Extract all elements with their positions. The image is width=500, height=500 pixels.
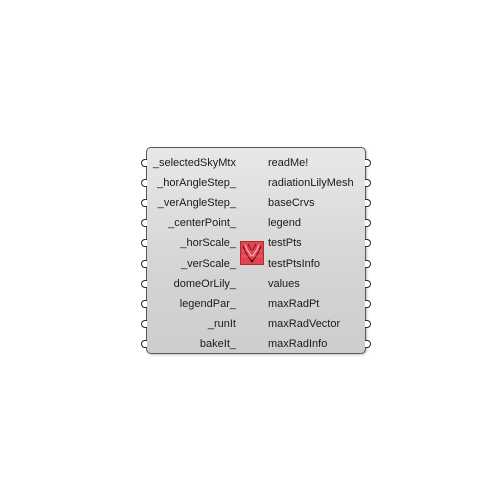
input-grip[interactable] xyxy=(141,159,147,167)
input-port-label[interactable]: _runIt xyxy=(207,317,236,330)
radiation-component[interactable]: _selectedSkyMtx _horAngleStep_ _verAngleSt… xyxy=(146,147,366,354)
output-port-label[interactable]: readMe! xyxy=(268,157,309,169)
input-grip[interactable] xyxy=(141,219,147,228)
input-port-label[interactable]: domeOrLily_ xyxy=(173,277,236,290)
output-grip[interactable] xyxy=(365,339,371,348)
output-port-label[interactable]: baseCrvs xyxy=(268,197,315,210)
output-grip[interactable] xyxy=(365,159,371,167)
input-port-label[interactable]: legendPar_ xyxy=(179,297,236,310)
output-port-label[interactable]: radiationLilyMesh xyxy=(268,177,354,190)
input-grip[interactable] xyxy=(141,299,147,308)
input-port-label[interactable]: _centerPoint_ xyxy=(168,217,236,230)
input-port-label[interactable]: _horAngleStep_ xyxy=(157,177,236,190)
input-grip[interactable] xyxy=(141,179,147,188)
input-port-label[interactable]: bakeIt_ xyxy=(199,337,236,350)
output-grip[interactable] xyxy=(365,219,371,228)
input-port-label[interactable]: _selectedSkyMtx xyxy=(152,157,236,169)
output-port-label[interactable]: maxRadInfo xyxy=(268,337,328,350)
output-grip[interactable] xyxy=(365,299,371,308)
output-port-label[interactable]: testPts xyxy=(268,237,302,250)
output-port-label[interactable]: legend xyxy=(268,217,302,230)
input-grip[interactable] xyxy=(141,319,147,328)
input-port-label[interactable]: _verScale_ xyxy=(180,257,236,270)
input-port-label[interactable]: _verAngleStep_ xyxy=(157,197,236,210)
output-port-label[interactable]: values xyxy=(268,277,300,290)
input-ports: _selectedSkyMtx _horAngleStep_ _verAngleSt… xyxy=(147,148,236,353)
output-port-label[interactable]: maxRadVector xyxy=(268,317,341,330)
output-ports: readMe! radiationLilyMesh baseCrvs legend te… xyxy=(268,148,365,353)
input-grip[interactable] xyxy=(141,239,147,248)
output-grip[interactable] xyxy=(365,279,371,288)
output-port-label[interactable]: testPtsInfo xyxy=(268,257,320,270)
input-grip[interactable] xyxy=(141,259,147,268)
output-grip[interactable] xyxy=(365,179,371,188)
input-grip[interactable] xyxy=(141,339,147,348)
output-port-label[interactable]: maxRadPt xyxy=(268,297,320,310)
input-grip[interactable] xyxy=(141,279,147,288)
output-grip[interactable] xyxy=(365,319,371,328)
radiation-lily-icon xyxy=(240,241,264,265)
output-grip[interactable] xyxy=(365,259,371,268)
input-grip[interactable] xyxy=(141,199,147,208)
output-grip[interactable] xyxy=(365,239,371,248)
input-port-label[interactable]: _horScale_ xyxy=(180,237,236,250)
output-grip[interactable] xyxy=(365,199,371,208)
